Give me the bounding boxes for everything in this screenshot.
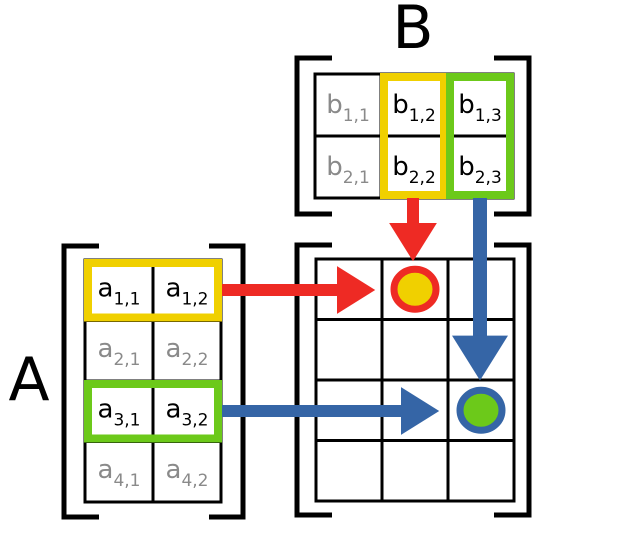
cell-label: a1,2 — [166, 273, 209, 309]
cell-letter: a — [98, 334, 114, 364]
cell-subscript: 1,2 — [181, 289, 208, 309]
cell-subscript: 2,3 — [475, 168, 502, 188]
cell-letter: b — [458, 152, 475, 182]
cell-subscript: 1,3 — [475, 106, 502, 126]
matrix-b-column-highlight-green — [446, 73, 514, 199]
cell-subscript: 2,2 — [181, 350, 208, 370]
matrix-a-row-highlight-green — [84, 380, 222, 443]
cell-label: b2,2 — [392, 152, 436, 188]
cell-label: a1,1 — [98, 273, 141, 309]
cell-label: a2,1 — [98, 334, 141, 370]
matrix-b-column-highlight-yellow — [380, 73, 448, 199]
cell-label: a4,1 — [98, 455, 141, 491]
matrix-b-label: B — [392, 0, 433, 63]
cell-subscript: 3,1 — [113, 410, 140, 430]
cell-label: a3,2 — [166, 394, 209, 430]
cell-subscript: 4,1 — [113, 471, 140, 491]
cell-subscript: 3,2 — [181, 410, 208, 430]
cell-letter: a — [166, 455, 182, 485]
result-markers — [390, 265, 506, 434]
result-brackets — [294, 242, 532, 518]
cell-letter: b — [392, 152, 409, 182]
cell-letter: a — [166, 334, 182, 364]
cell-subscript: 2,2 — [409, 168, 436, 188]
cell-subscript: 1,1 — [343, 106, 370, 126]
cell-subscript: 4,2 — [181, 471, 208, 491]
matrix-b-brackets — [294, 55, 532, 217]
cell-letter: a — [166, 273, 182, 303]
cell-subscript: 1,2 — [409, 106, 436, 126]
matrix-a-label: A — [8, 345, 49, 415]
cell-label: a4,2 — [166, 455, 209, 491]
cell-letter: b — [392, 90, 409, 120]
cell-letter: a — [98, 455, 114, 485]
cell-subscript: 2,1 — [343, 168, 370, 188]
cell-letter: a — [98, 394, 114, 424]
cell-subscript: 1,1 — [113, 289, 140, 309]
cell-label: a2,2 — [166, 334, 209, 370]
cell-label: b1,2 — [392, 90, 436, 126]
cell-label: b1,1 — [326, 90, 370, 126]
matrix-a-brackets — [61, 243, 246, 520]
cell-letter: a — [98, 273, 114, 303]
cell-label: a3,1 — [98, 394, 141, 430]
cell-letter: b — [326, 152, 343, 182]
cell-subscript: 2,1 — [113, 350, 140, 370]
cell-label: b1,3 — [458, 90, 502, 126]
result-marker-green — [456, 386, 506, 434]
cell-letter: a — [166, 394, 182, 424]
result-marker-yellow — [390, 265, 440, 313]
cell-letter: b — [458, 90, 475, 120]
cell-label: b2,1 — [326, 152, 370, 188]
cell-letter: b — [326, 90, 343, 120]
matrix-a-row-highlight-yellow — [84, 259, 222, 322]
arrows — [222, 198, 508, 435]
cell-label: b2,3 — [458, 152, 502, 188]
